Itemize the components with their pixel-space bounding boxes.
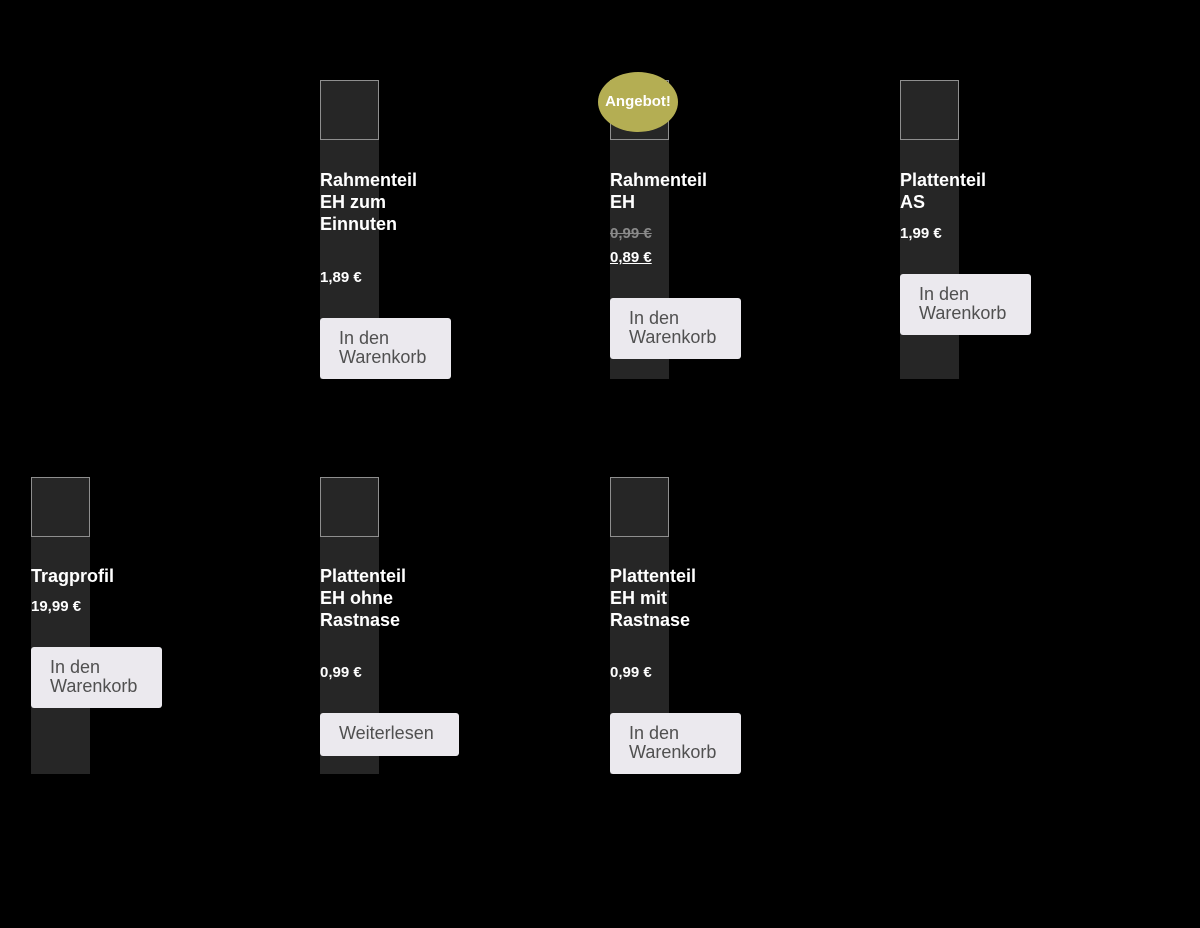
product-title[interactable]: Plattenteil EH ohne Rastnase <box>320 566 407 630</box>
product-sale-price: 0,89 € <box>610 249 652 266</box>
product-image-placeholder[interactable] <box>320 80 379 140</box>
product-price: 0,99 € <box>320 664 362 681</box>
product-price: 19,99 € <box>31 598 82 615</box>
add-to-cart-button[interactable]: In den Warenkorb <box>31 647 162 708</box>
product-title[interactable]: Plattenteil AS <box>900 170 987 212</box>
product-title[interactable]: Rahmenteil EH <box>610 170 708 212</box>
product-old-price: 0,99 € <box>610 225 652 242</box>
add-to-cart-button[interactable]: In den Warenkorb <box>610 298 741 359</box>
add-to-cart-button[interactable]: In den Warenkorb <box>900 274 1031 335</box>
product-price: 1,99 € <box>900 225 942 242</box>
product-image-placeholder[interactable] <box>31 477 90 537</box>
product-image-placeholder[interactable] <box>320 477 379 537</box>
product-title[interactable]: Plattenteil EH mit Rastnase <box>610 566 697 630</box>
product-title[interactable]: Tragprofil <box>31 566 115 586</box>
product-image-placeholder[interactable] <box>610 477 669 537</box>
add-to-cart-button[interactable]: In den Warenkorb <box>610 713 741 774</box>
product-title[interactable]: Rahmenteil EH zum Einnuten <box>320 170 418 234</box>
read-more-button[interactable]: Weiterlesen <box>320 713 459 756</box>
product-image-placeholder[interactable] <box>900 80 959 140</box>
sale-badge: Angebot! <box>598 72 678 132</box>
product-price: 0,99 € <box>610 664 652 681</box>
product-price: 1,89 € <box>320 269 362 286</box>
add-to-cart-button[interactable]: In den Warenkorb <box>320 318 451 379</box>
